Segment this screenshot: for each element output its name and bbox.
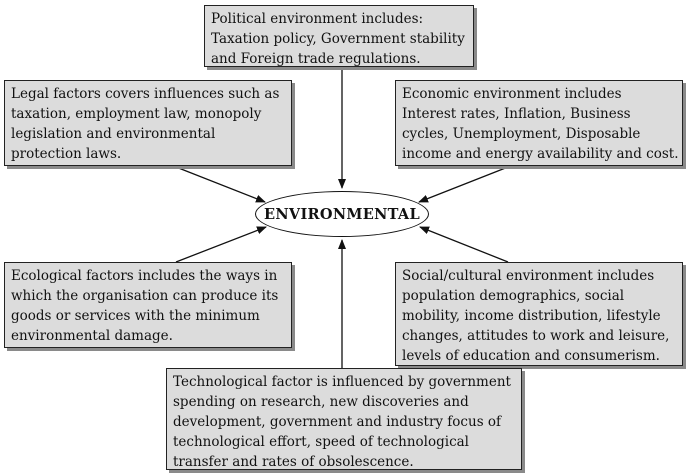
box-text-line: Political environment includes:: [211, 11, 424, 27]
political-factor-box: Political environment includes: Taxation…: [204, 5, 474, 67]
box-text-line: goods or services with the minimum: [11, 308, 260, 324]
economic-factor-box: Economic environment includes Interest r…: [395, 80, 683, 166]
box-text-line: levels of education and consumerism.: [402, 348, 660, 364]
box-text-line: changes, attitudes to work and leisure,: [402, 328, 670, 344]
box-text-line: protection laws.: [11, 146, 122, 162]
arrow-ecological-to-center: [175, 226, 267, 263]
arrow-legal-to-center: [175, 166, 266, 203]
box-text-line: Technological factor is influenced by go…: [173, 374, 511, 390]
box-text-line: transfer and rates of obsolescence.: [173, 454, 414, 470]
arrow-economic-to-center: [418, 166, 509, 203]
box-text-line: Economic environment includes: [402, 86, 622, 102]
box-text-line: Taxation policy, Government stability: [211, 31, 465, 47]
box-text-line: Ecological factors includes the ways in: [11, 268, 278, 284]
box-text-line: which the organisation can produce its: [11, 288, 279, 304]
arrow-social-to-center: [419, 226, 509, 263]
box-text-line: taxation, employment law, monopoly: [11, 106, 262, 122]
center-node: ENVIRONMENTAL: [255, 191, 429, 237]
ecological-factor-box: Ecological factors includes the ways in …: [4, 262, 292, 348]
box-text-line: Social/cultural environment includes: [402, 268, 655, 284]
box-text-line: cycles, Unemployment, Disposable: [402, 126, 641, 142]
box-text-line: Legal factors covers influences such as: [11, 86, 280, 102]
box-text-line: population demographics, social: [402, 288, 625, 304]
center-label: ENVIRONMENTAL: [264, 205, 420, 223]
box-text-line: Interest rates, Inflation, Business: [402, 106, 631, 122]
legal-factor-box: Legal factors covers influences such as …: [4, 80, 292, 166]
box-text-line: technological effort, speed of technolog…: [173, 434, 470, 450]
box-text-line: environmental damage.: [11, 328, 173, 344]
box-text-line: legislation and environmental: [11, 126, 216, 142]
box-text-line: development, government and industry foc…: [173, 414, 502, 430]
box-text-line: spending on research, new discoveries an…: [173, 394, 469, 410]
box-text-line: mobility, income distribution, lifestyle: [402, 308, 661, 324]
technological-factor-box: Technological factor is influenced by go…: [166, 368, 522, 470]
box-text-line: and Foreign trade regulations.: [211, 51, 421, 67]
box-text-line: income and energy availability and cost.: [402, 146, 679, 162]
social-cultural-factor-box: Social/cultural environment includes pop…: [395, 262, 683, 366]
